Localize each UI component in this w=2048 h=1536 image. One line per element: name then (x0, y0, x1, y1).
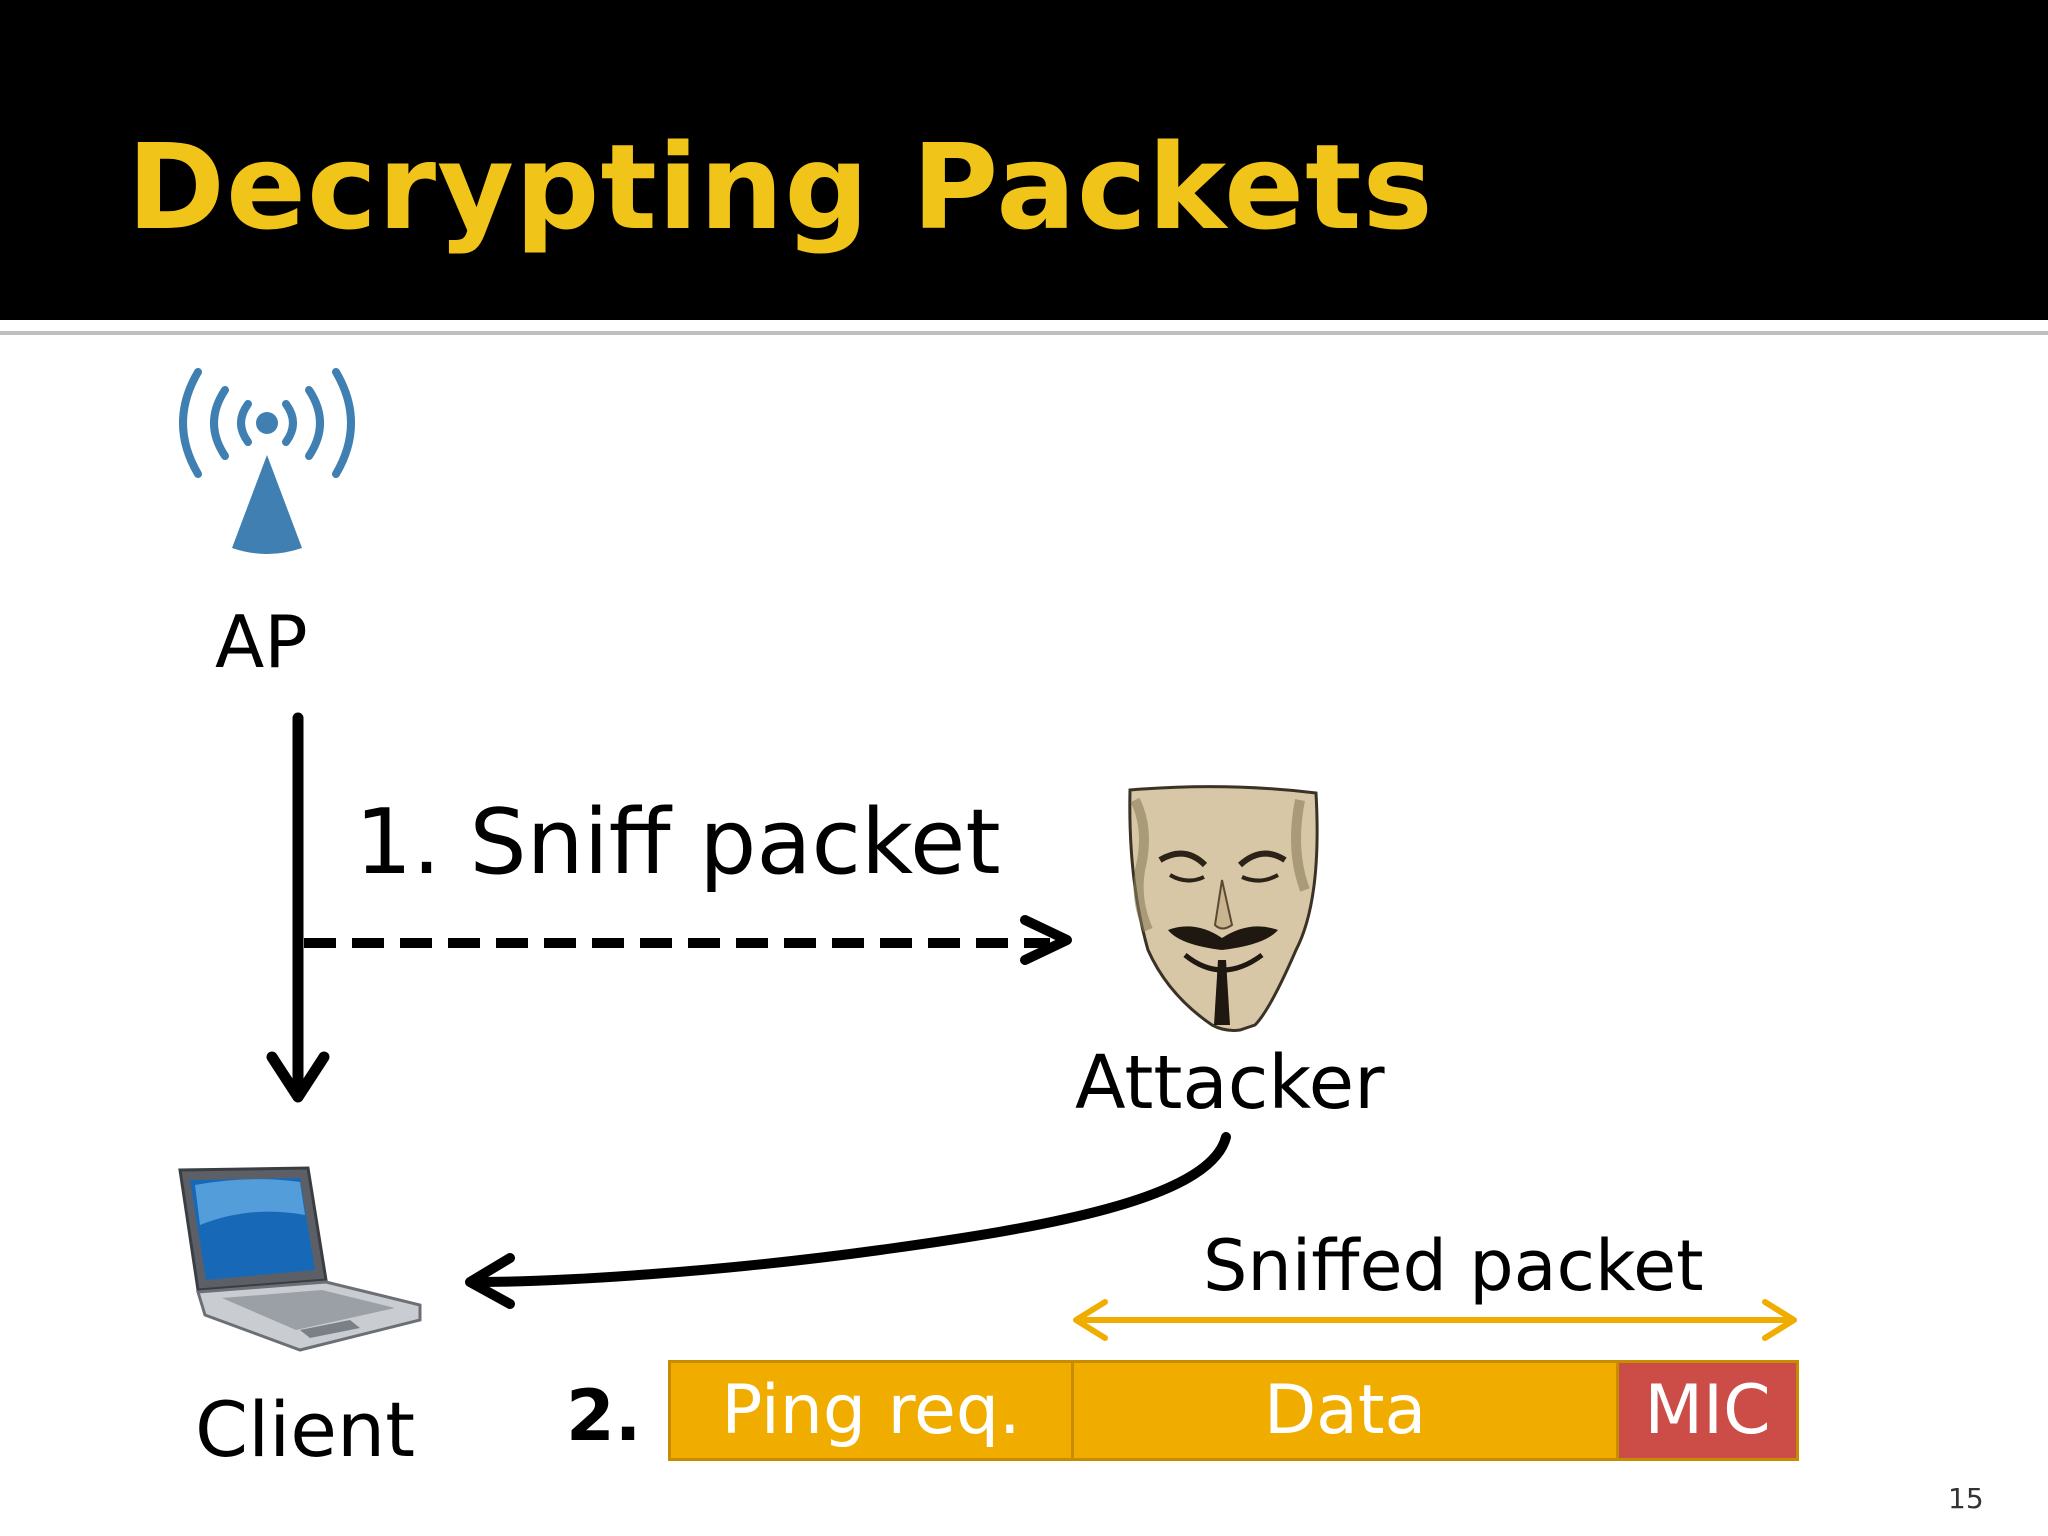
packet-segment-ping-req: Ping req. (668, 1360, 1074, 1461)
client-label: Client (195, 1385, 416, 1474)
packet-segment-data: Data (1074, 1360, 1619, 1461)
page-number: 15 (1948, 1482, 1984, 1515)
sniff-packet-label: 1. Sniff packet (355, 790, 1001, 895)
arrow-ap-to-client (266, 712, 330, 1103)
title-bar: Decrypting Packets (0, 0, 2048, 320)
slide-title: Decrypting Packets (127, 118, 1434, 256)
laptop-icon (178, 1166, 422, 1352)
wireless-antenna-icon (179, 368, 355, 554)
title-divider (0, 331, 2048, 335)
arrow-sniff-to-attacker (304, 915, 1072, 965)
step-2-label: 2. (566, 1375, 642, 1457)
packet-segment-mic: MIC (1619, 1360, 1799, 1461)
attacker-label: Attacker (1075, 1040, 1385, 1126)
sniffed-packet-span-arrow (1073, 1299, 1797, 1341)
sniffed-packet-label: Sniffed packet (1203, 1225, 1704, 1307)
ap-label: AP (215, 600, 308, 684)
arrow-attacker-to-client (465, 1132, 1231, 1309)
guy-fawkes-mask-icon (1128, 785, 1319, 1032)
